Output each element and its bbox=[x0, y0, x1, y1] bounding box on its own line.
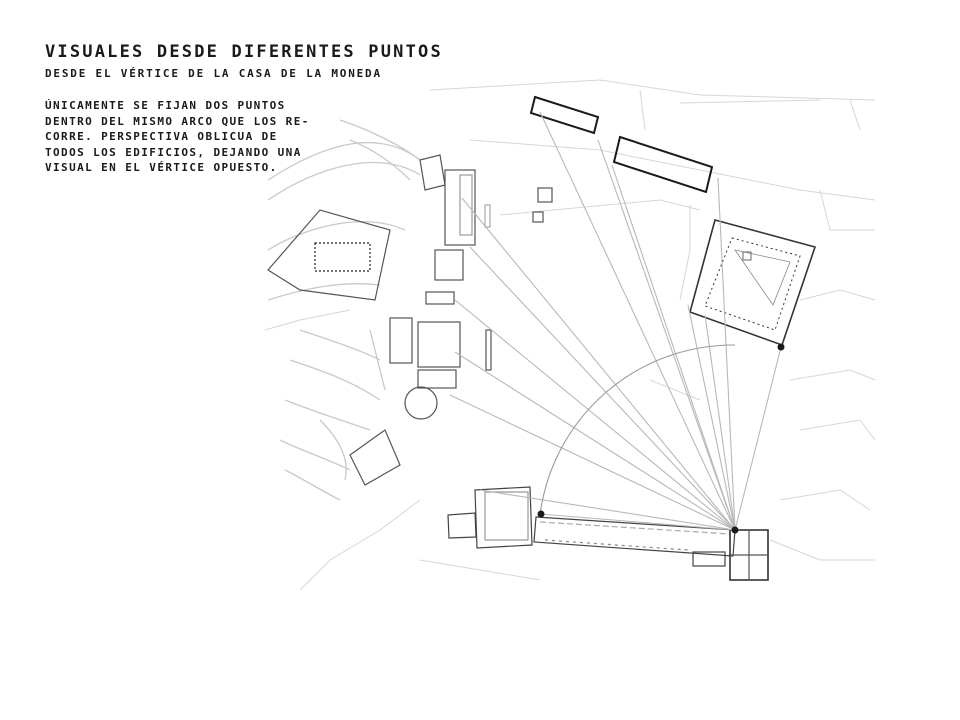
description-line: VISUAL EN EL VÉRTICE OPUESTO. bbox=[45, 161, 278, 174]
sightline bbox=[454, 299, 736, 531]
river-texture bbox=[267, 119, 421, 501]
sightline bbox=[479, 489, 736, 531]
viewpoint-marker-east bbox=[777, 343, 785, 351]
sightline bbox=[449, 394, 736, 531]
page-subtitle: DESDE EL VÉRTICE DE LA CASA DE LA MONEDA bbox=[45, 67, 382, 80]
sightline bbox=[704, 314, 736, 531]
west-buildings bbox=[267, 154, 553, 486]
north-buildings bbox=[529, 95, 714, 194]
sightline bbox=[539, 513, 736, 531]
sightline bbox=[454, 351, 736, 531]
sightline bbox=[611, 164, 736, 531]
description-line: TODOS LOS EDIFICIOS, DEJANDO UNA bbox=[45, 145, 302, 159]
description-line: CORRE. PERSPECTIVA OBLICUA DE bbox=[45, 130, 278, 143]
sightline bbox=[734, 346, 782, 531]
sightline bbox=[687, 304, 736, 531]
description-line: ÚNICAMENTE SE FIJAN DOS PUNTOS bbox=[45, 99, 286, 112]
sightlines bbox=[449, 111, 782, 531]
sightline bbox=[469, 246, 736, 531]
page-title: VISUALES DESDE DIFERENTES PUNTOS bbox=[45, 42, 443, 62]
sightline bbox=[461, 197, 736, 531]
description-line: DENTRO DEL MISMO ARCO QUE LOS RE- bbox=[45, 114, 310, 128]
sightline bbox=[717, 177, 736, 531]
viewpoint-arc bbox=[539, 344, 736, 516]
viewpoint-marker-south bbox=[537, 510, 545, 518]
description-text: ÚNICAMENTE SE FIJAN DOS PUNTOS DENTRO DE… bbox=[45, 98, 325, 176]
sightline bbox=[539, 111, 736, 531]
origin-vertex-point bbox=[731, 526, 739, 534]
east-building bbox=[689, 219, 817, 347]
south-buildings bbox=[447, 486, 769, 581]
sightline bbox=[597, 139, 736, 531]
street-context bbox=[264, 79, 876, 591]
